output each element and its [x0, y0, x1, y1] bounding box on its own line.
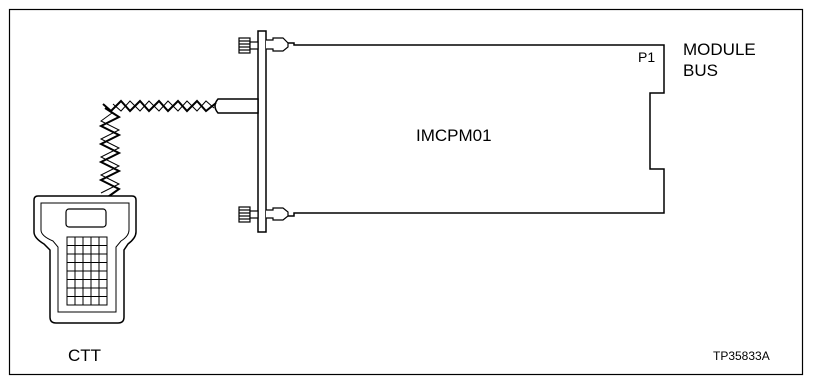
faceplate [257, 30, 267, 233]
figure-frame [8, 8, 804, 376]
module-bus-label: MODULE BUS [683, 39, 756, 81]
connector-p1-label: P1 [638, 49, 656, 65]
ctt-terminal-inner-outline [40, 202, 130, 313]
coiled-cable-horizontal-inner [112, 100, 215, 112]
coiled-cable-horizontal [102, 99, 217, 113]
thumbscrew-top [238, 37, 259, 54]
ctt-keypad [66, 236, 108, 306]
circuit-board [288, 42, 665, 217]
coiled-cable-vertical-inner [99, 112, 121, 194]
clip-bottom [266, 207, 289, 221]
module-bus-label-line1: MODULE [683, 40, 756, 59]
clip-top [266, 37, 289, 52]
ctt-label: CTT [68, 346, 102, 365]
ctt-display [65, 208, 107, 228]
ctt-terminal-body [33, 195, 137, 324]
figure-id-label: TP35833A [713, 349, 770, 363]
cable-plug [214, 98, 259, 114]
module-bus-label-line2: BUS [683, 61, 718, 80]
thumbscrew-bottom [238, 206, 259, 223]
module-name-label: IMCPM01 [416, 126, 492, 145]
coiled-cable-vertical [98, 107, 122, 200]
